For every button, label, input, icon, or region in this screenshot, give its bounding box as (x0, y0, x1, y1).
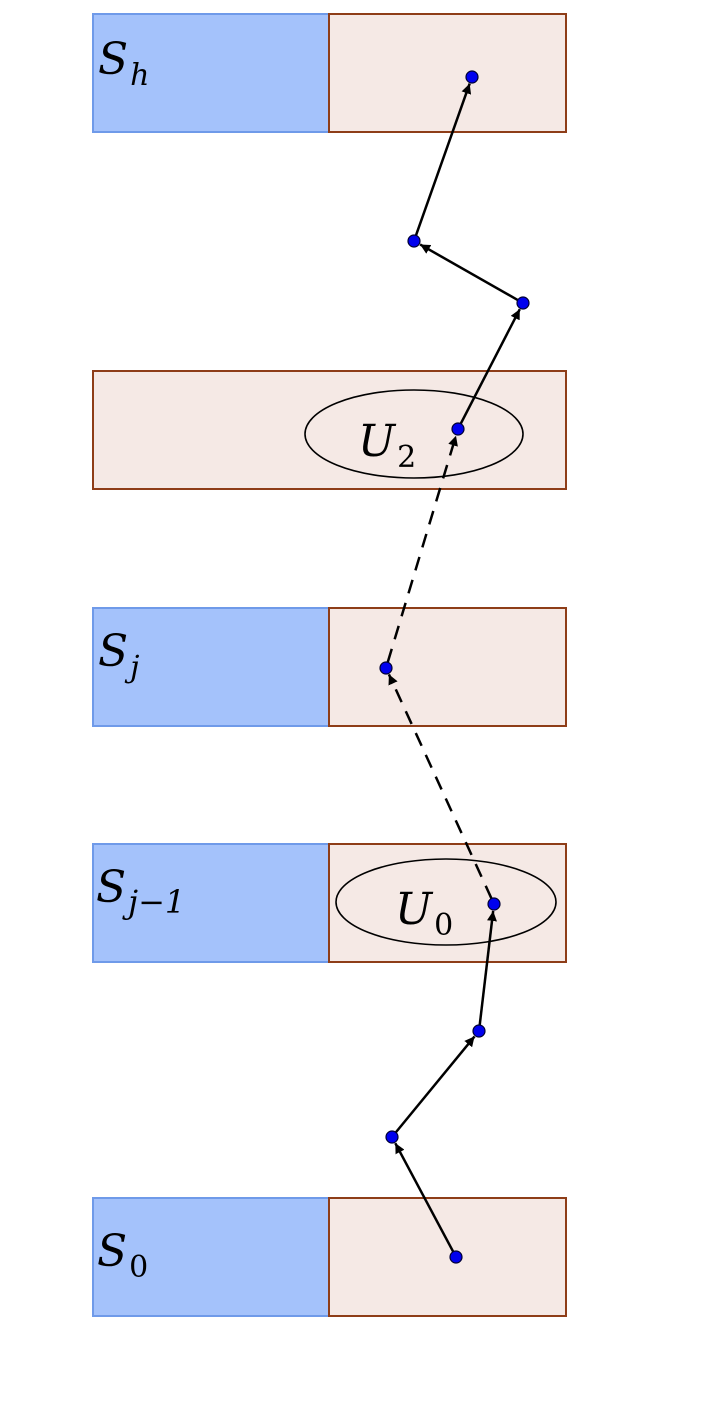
set-label-row-j1-main: S (96, 862, 126, 913)
node-p6 (516, 296, 530, 310)
set-label-row-h-main: S (98, 34, 128, 85)
node-p8 (465, 70, 479, 84)
row-row-j (92, 607, 567, 727)
node-p1 (385, 1130, 399, 1144)
rest-block (328, 843, 567, 963)
edge-p2-p3 (478, 910, 497, 1026)
ellipse-label-u2: U2 (358, 416, 416, 475)
rest-block (328, 13, 567, 133)
node-p2 (472, 1024, 486, 1038)
edges-layer (386, 83, 521, 1253)
edge-p3-p4 (387, 673, 493, 900)
set-label-row-h: Sh (98, 34, 149, 93)
ellipse-label-u2-subscript: 2 (397, 440, 416, 475)
node-p7 (407, 234, 421, 248)
set-label-row-j1: Sj−1 (96, 862, 185, 921)
set-block (92, 607, 330, 727)
node-p0 (449, 1250, 463, 1264)
set-label-row-j1-subscript: j−1 (122, 883, 185, 921)
set-label-row-0-main: S (97, 1226, 127, 1277)
node-p4 (379, 661, 393, 675)
rows-layer (92, 13, 567, 1317)
ellipse-label-u0-main: U (395, 884, 434, 935)
nodes-layer (379, 70, 530, 1264)
ellipse-u0 (335, 858, 557, 946)
edge-p0-p1 (394, 1142, 455, 1253)
set-label-row-0-subscript: 0 (129, 1250, 148, 1285)
row-row-h (92, 13, 567, 133)
row-row-u2 (92, 370, 567, 490)
set-label-row-0: S0 (97, 1226, 148, 1285)
edge-p6-p7 (419, 243, 519, 302)
ellipse-label-u0-subscript: 0 (434, 908, 453, 943)
set-block (92, 13, 330, 133)
set-label-row-j: Sj (98, 626, 139, 685)
edge-p7-p8 (414, 83, 472, 236)
node-p3 (487, 897, 501, 911)
row-row-j1 (92, 843, 567, 963)
edge-p5-p6 (459, 308, 521, 425)
ellipse-u2 (304, 389, 524, 479)
edge-p4-p5 (386, 435, 458, 663)
ellipse-label-u2-main: U (358, 416, 397, 467)
ellipse-label-u0: U0 (395, 884, 453, 943)
rest-block (328, 607, 567, 727)
ellipses-layer (304, 389, 557, 946)
node-p5 (451, 422, 465, 436)
set-label-row-h-subscript: h (130, 58, 149, 93)
rest-block (328, 1197, 567, 1317)
set-label-row-j-main: S (98, 626, 128, 677)
row-row-0 (92, 1197, 567, 1317)
set-block (92, 1197, 330, 1317)
rest-block-full (92, 370, 567, 490)
edge-p1-p2 (394, 1035, 476, 1134)
set-block (92, 843, 330, 963)
